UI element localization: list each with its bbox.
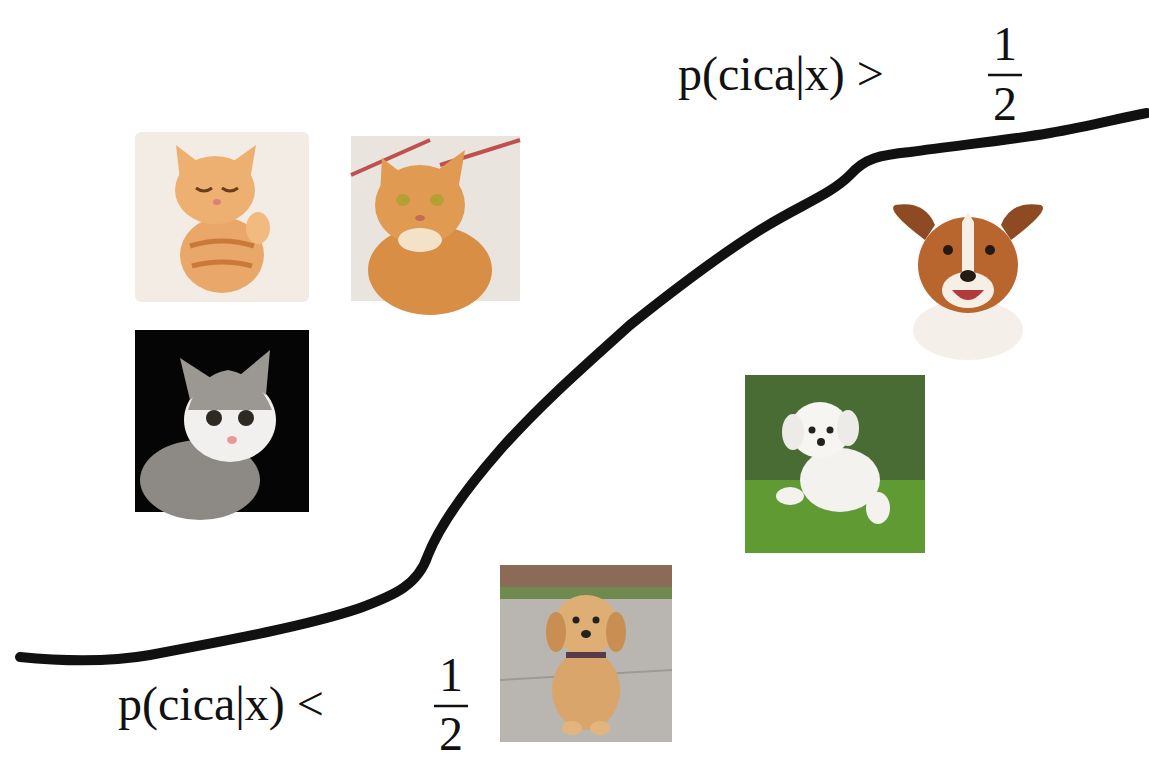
dog-photo — [500, 565, 672, 742]
fraction-numerator: 1 — [993, 20, 1017, 68]
dog-photo — [745, 375, 925, 553]
fraction-numerator: 1 — [439, 651, 463, 699]
probability-label: p(cica|x) > — [678, 50, 884, 98]
probability-label: p(cica|x) < — [118, 680, 324, 728]
fraction-denominator: 2 — [993, 80, 1017, 128]
fraction-bar — [434, 705, 468, 708]
cat-photo — [135, 330, 309, 520]
dog-photo — [870, 190, 1043, 360]
cat-photo — [135, 132, 309, 302]
fraction-denominator: 2 — [439, 710, 463, 758]
cat-photo — [351, 136, 520, 315]
decision-boundary — [20, 113, 1147, 661]
fraction-bar — [988, 74, 1022, 77]
